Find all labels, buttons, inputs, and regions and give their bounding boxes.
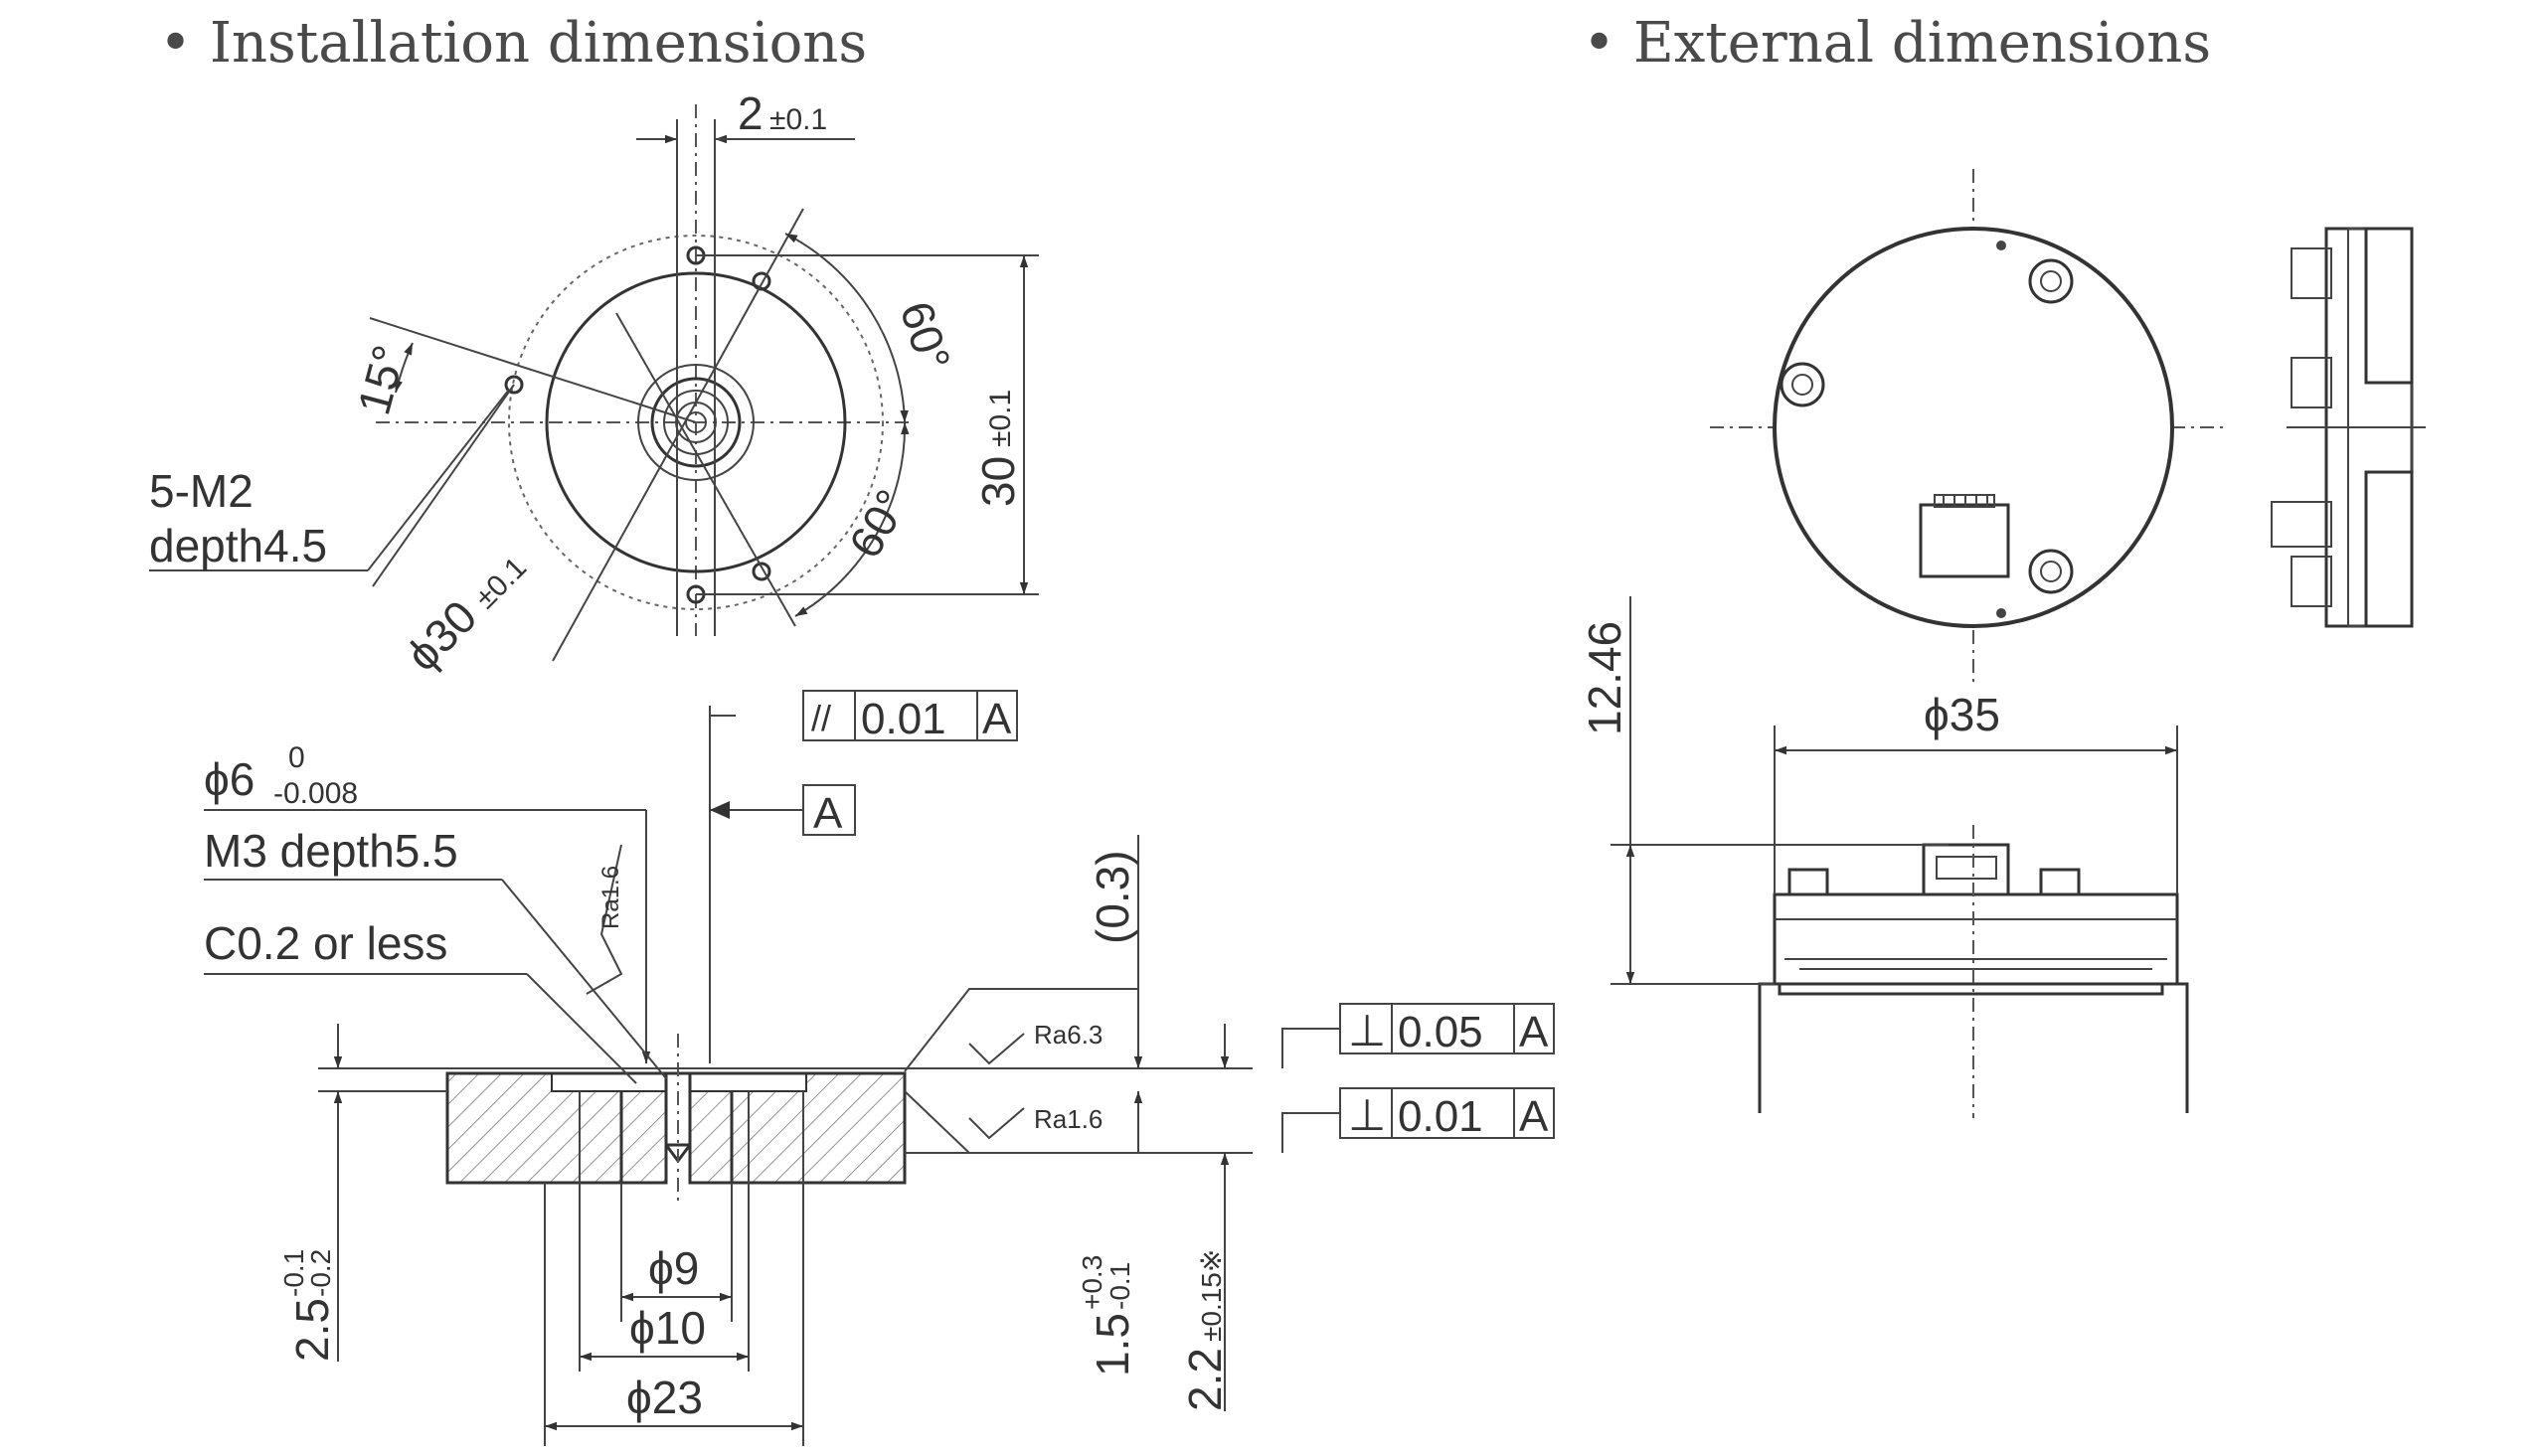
shaft-tol-lower: -0.008	[273, 777, 358, 810]
hole-spec-line2: depth4.5	[149, 520, 327, 571]
external-diameter-label: ϕ35	[1924, 689, 2000, 740]
angle-60-upper-label: 60°	[890, 295, 960, 377]
installation-dimensions-heading: • Installation dimensions	[159, 11, 867, 76]
roughness-shaft-label: Ra1.6	[597, 866, 624, 929]
external-side-view	[2271, 227, 2426, 628]
perp2-datum: A	[1519, 1092, 1549, 1141]
installation-top-view: 2 ±0.1 15° 60° 60° 30 ±0.1 ϕ30 ±0.1 5-M2…	[149, 87, 1039, 681]
perp2-value: 0.01	[1398, 1092, 1483, 1141]
connector-icon	[1919, 494, 2010, 578]
perpendicularity-frame-1: ⊥ 0.05 A	[1339, 1003, 1555, 1056]
depth-right-tolerance: ±0.15※	[1196, 1249, 1227, 1342]
shaft-diameter-label: ϕ6	[204, 753, 254, 805]
perpendicularity-frame-2: ⊥ 0.01 A	[1339, 1087, 1555, 1141]
diameter-10-label: ϕ10	[629, 1302, 706, 1354]
screw-bosses	[1780, 241, 2074, 618]
height-30-value: 30	[972, 456, 1024, 507]
parallelism-frame: // 0.01 A	[802, 690, 1018, 743]
roughness-face-lower: Ra1.6	[1034, 1104, 1103, 1134]
slot-width-tolerance: ±0.1	[769, 103, 827, 136]
installation-section-view: // 0.01 A A ⊥ 0.05 A ⊥ 0.01 A ϕ6 0 -0.00…	[204, 690, 1555, 1446]
depth-mid-tol-upper: +0.3	[1077, 1255, 1107, 1310]
diameter-30-value: ϕ30	[396, 590, 486, 681]
thread-spec-label: M3 depth5.5	[204, 825, 458, 877]
depth-mid-value: 1.5	[1087, 1313, 1138, 1376]
external-height-label: 12.46	[1579, 621, 1630, 735]
external-section-view: ϕ35 12.46	[1579, 596, 2189, 1118]
chamfer-spec-label: C0.2 or less	[204, 917, 447, 969]
parallelism-datum: A	[982, 695, 1012, 743]
diameter-9-label: ϕ9	[648, 1242, 699, 1294]
depth-left-tol-lower: -0.2	[305, 1249, 336, 1297]
parallelism-symbol: //	[811, 698, 831, 738]
gap-reference-label: (0.3)	[1087, 850, 1138, 944]
datum-a-label: A	[813, 789, 843, 838]
perp2-symbol: ⊥	[1348, 1091, 1386, 1140]
datum-a-frame: A	[802, 784, 856, 838]
depth-left-tol-upper: -0.1	[278, 1249, 309, 1297]
perp1-value: 0.05	[1398, 1008, 1483, 1056]
depth-left-value: 2.5	[286, 1298, 338, 1362]
slot-width-value: 2	[738, 87, 764, 139]
depth-mid-tol-lower: -0.1	[1104, 1262, 1135, 1310]
hole-spec-line1: 5-M2	[149, 465, 254, 517]
roughness-face-upper: Ra6.3	[1034, 1020, 1103, 1050]
diameter-23-label: ϕ23	[626, 1372, 703, 1423]
angle-60-lower-label: 60°	[839, 481, 919, 566]
parallelism-value: 0.01	[861, 695, 946, 743]
diameter-30-tolerance: ±0.1	[469, 551, 533, 614]
angle-15-label: 15°	[347, 340, 415, 420]
external-front-view	[1710, 169, 2227, 686]
perp1-datum: A	[1519, 1008, 1549, 1056]
depth-right-value: 2.2	[1179, 1348, 1231, 1411]
perp1-symbol: ⊥	[1348, 1007, 1386, 1055]
shaft-tol-upper: 0	[288, 741, 305, 774]
height-30-tolerance: ±0.1	[984, 390, 1017, 447]
external-dimensions-heading: • External dimensions	[1583, 11, 2211, 76]
